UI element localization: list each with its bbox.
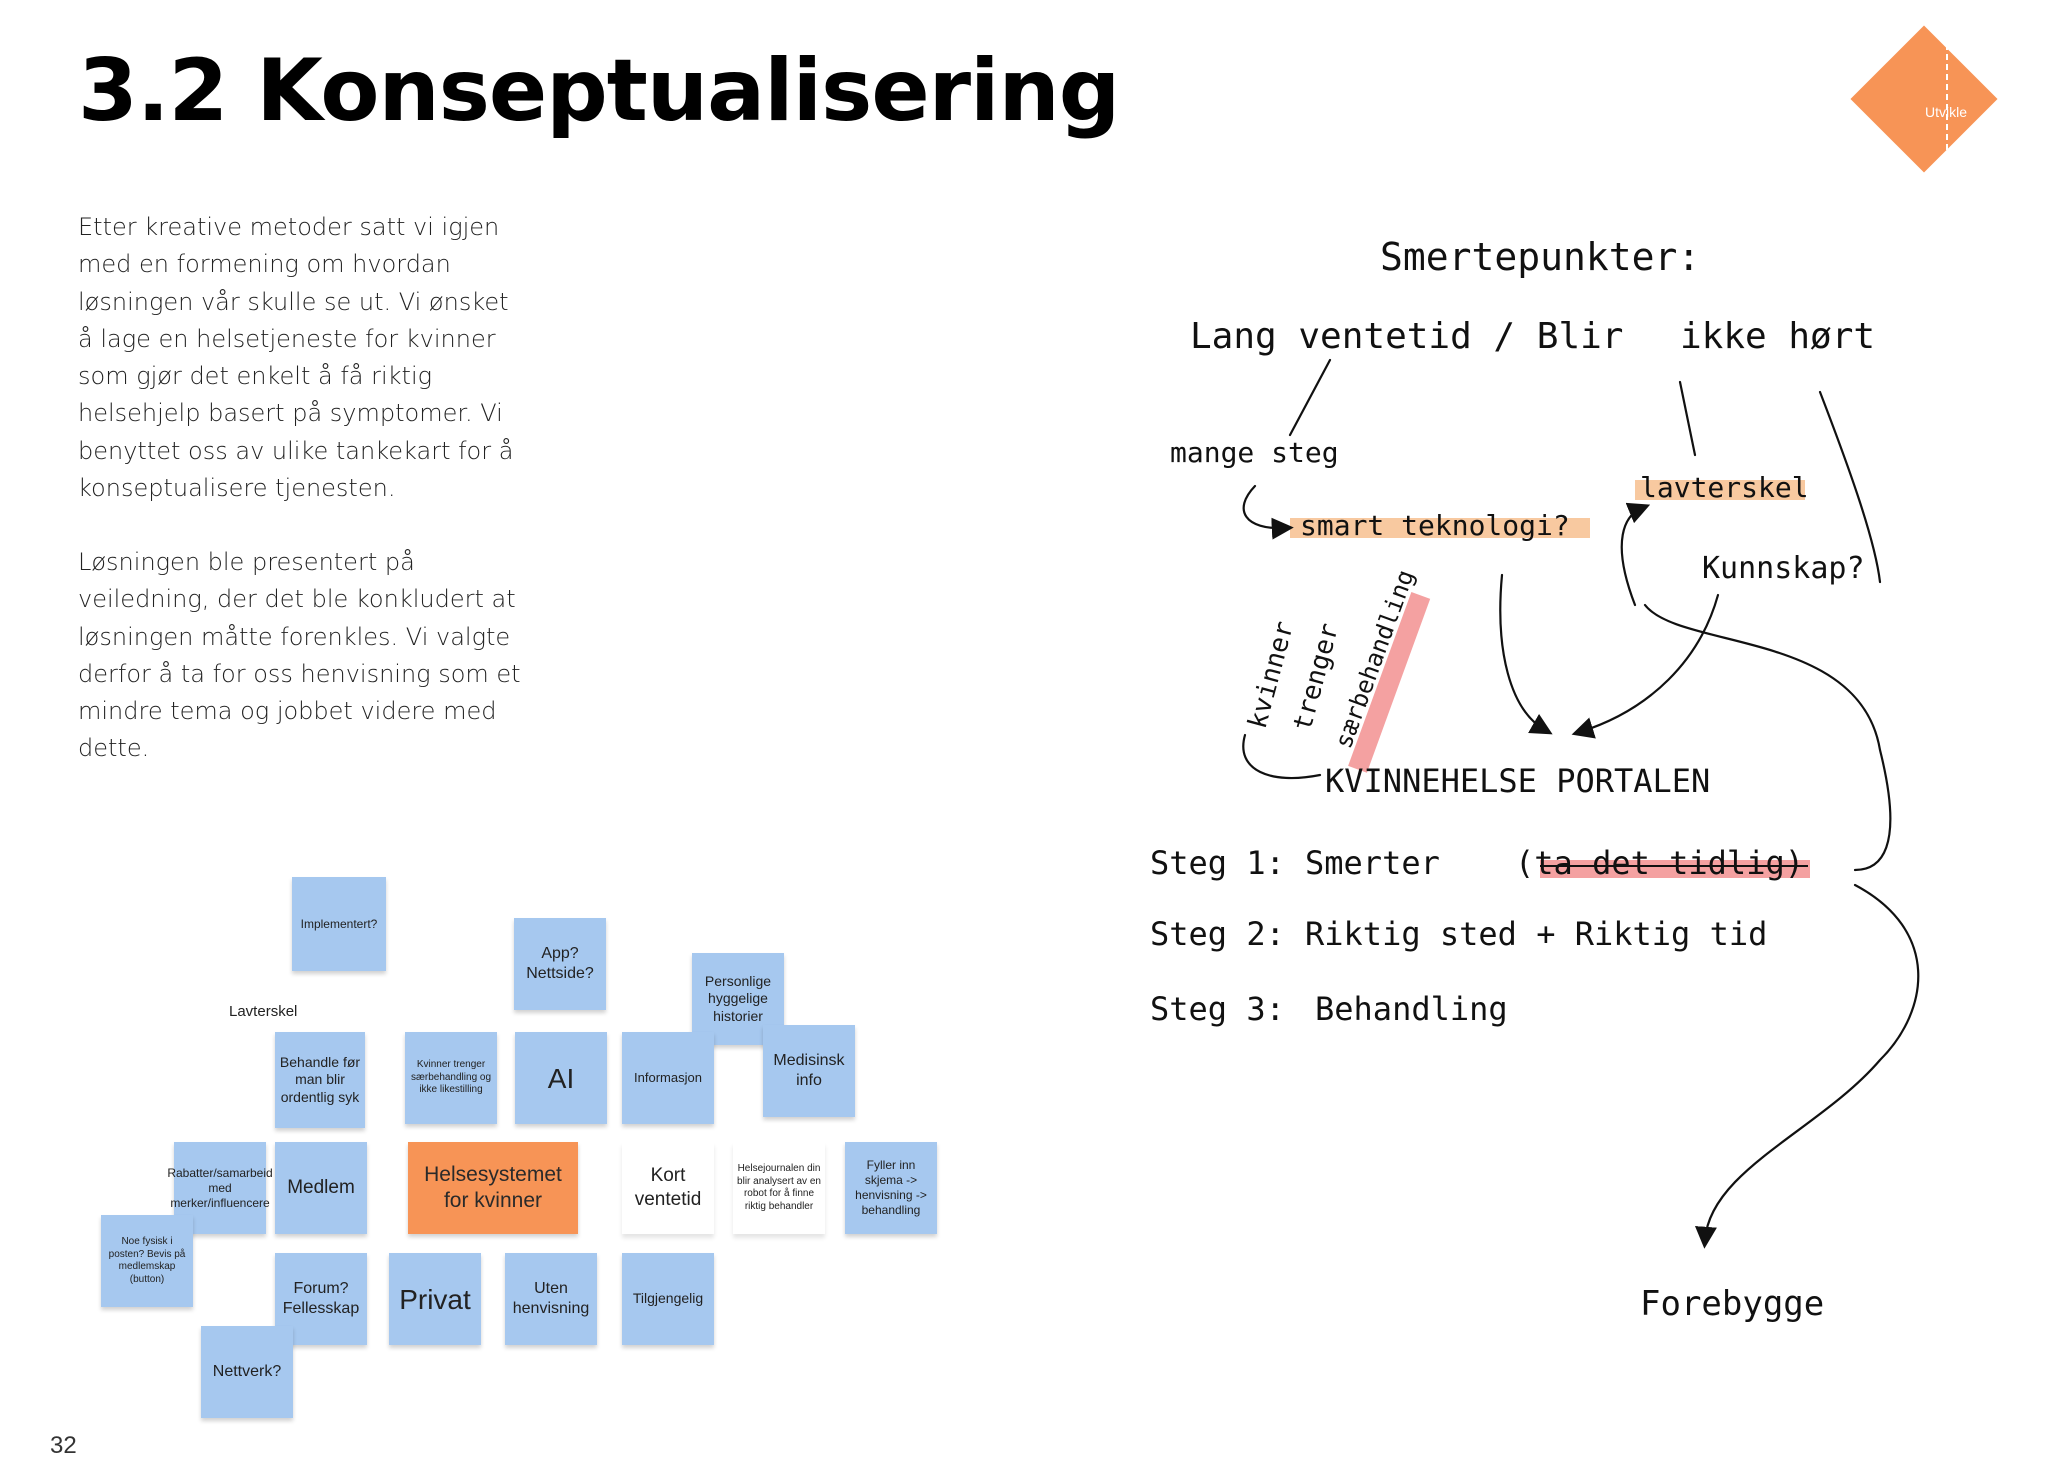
conclusion-paragraph: Løsningen ble presentert på veiledning, …	[78, 548, 521, 763]
sketch-lang-ventetid: Lang ventetid / Blir	[1190, 316, 1623, 357]
sketch-steg1-label: Steg 1:	[1150, 844, 1285, 882]
sticky-note-kort: Kort ventetid	[622, 1142, 714, 1234]
intro-paragraph: Etter kreative metoder satt vi igjen med…	[78, 213, 514, 503]
sketch-steg3-label: Steg 3:	[1150, 990, 1285, 1028]
sketch-steg1-paren: (ta det tidlig)	[1515, 844, 1804, 882]
sticky-note-forum: Forum? Fellesskap	[275, 1253, 367, 1345]
sticky-note-medlem: Medlem	[275, 1142, 367, 1234]
sticky-note-ai: AI	[515, 1032, 607, 1124]
sticky-note-privat: Privat	[389, 1253, 481, 1345]
sketch-lines	[1242, 358, 1920, 1249]
highlight-lavterskel	[1635, 480, 1805, 500]
sticky-note-uten: Uten henvisning	[505, 1253, 597, 1345]
sketch-lavterskel: lavterskel	[1640, 471, 1809, 504]
sticky-note-noe-fysisk: Noe fysisk i posten? Bevis på medlemskap…	[101, 1215, 193, 1307]
highlight-smart-teknologi	[1290, 518, 1590, 538]
sticky-note-informasjon: Informasjon	[622, 1032, 714, 1124]
sketch-steg2-text: Riktig sted + Riktig tid	[1305, 915, 1767, 953]
sticky-note-helsejournalen: Helsejournalen din blir analysert av en …	[733, 1142, 825, 1234]
board-label-lavterskel: Lavterskel	[229, 1003, 298, 1020]
page-number: 32	[50, 1432, 77, 1459]
phase-badge: Utvikle	[1924, 104, 1967, 120]
sticky-note-app: App? Nettside?	[514, 918, 606, 1010]
phase-diamond-icon	[1850, 25, 1998, 173]
diamond-divider	[1946, 44, 1948, 190]
sketch-kunnskap: Kunnskap?	[1702, 551, 1865, 586]
sketch-forebygge: Forebygge	[1640, 1284, 1824, 1324]
sketch-portal: KVINNEHELSE PORTALEN	[1325, 762, 1710, 800]
sketch-heading: Smertepunkter:	[1380, 235, 1700, 279]
sticky-note-nettverk: Nettverk?	[201, 1326, 293, 1418]
sticky-note-kvinner: Kvinner trenger særbehandling og ikke li…	[405, 1032, 497, 1124]
sketch-smart-teknologi: smart teknologi?	[1300, 509, 1570, 542]
sticky-note-tilgjengelig: Tilgjengelig	[622, 1253, 714, 1345]
sticky-note-rabatter: Rabatter/samarbeid med merker/influencer…	[167, 1142, 273, 1234]
sketch-steg3-text: Behandling	[1315, 990, 1508, 1028]
page-title: 3.2 Konseptualisering	[78, 41, 1120, 141]
highlight-ta-det-tidlig	[1540, 860, 1810, 878]
sketch-ikke-hort: ikke hørt	[1680, 316, 1875, 357]
sticky-note-implementert: Implementert?	[292, 877, 386, 971]
sticky-note-board: Implementert? App? Nettside? Personlige …	[95, 860, 955, 1420]
sticky-note-fyller: Fyller inn skjema -> henvisning -> behan…	[845, 1142, 937, 1234]
sticky-note-behandle: Behandle før man blir ordentlig syk	[275, 1032, 365, 1128]
highlight-saerbehandling	[1348, 592, 1431, 773]
sketch-steg2-label: Steg 2:	[1150, 915, 1285, 953]
sketch-mange-steg: mange steg	[1170, 436, 1339, 469]
mind-map-sketch: Smertepunkter: Lang ventetid / Blir ikke…	[1150, 235, 1920, 1324]
sketch-steg1-smerter: Smerter	[1305, 844, 1440, 882]
sticky-note-medisinsk: Medisinsk info	[763, 1025, 855, 1117]
sticky-note-helsesystemet: Helsesystemet for kvinner	[408, 1142, 578, 1234]
